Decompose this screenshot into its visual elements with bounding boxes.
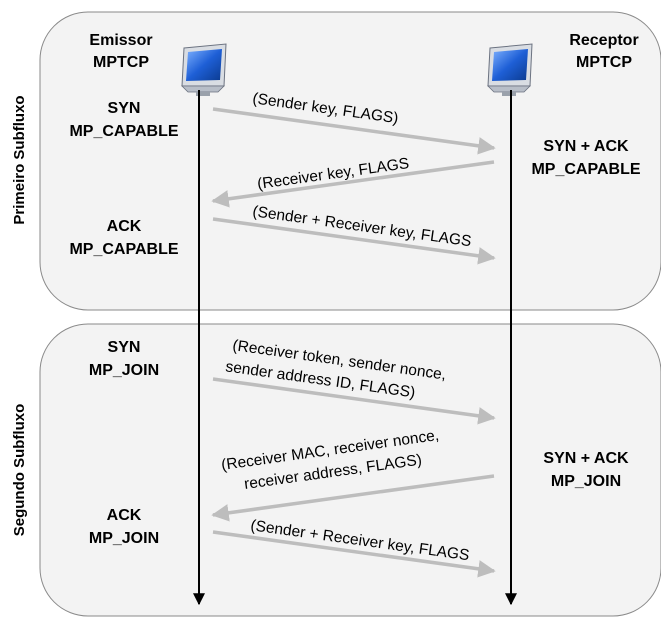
svg-text:SYN: SYN — [108, 339, 141, 356]
svg-text:Receptor: Receptor — [569, 32, 638, 49]
left-label-syn-mp-join: SYN MP_JOIN — [89, 339, 159, 379]
svg-text:ACK: ACK — [107, 507, 142, 524]
second-subflow-panel — [39, 323, 661, 617]
svg-text:MP_JOIN: MP_JOIN — [89, 362, 159, 379]
svg-text:MP_CAPABLE: MP_CAPABLE — [69, 241, 178, 258]
svg-text:SYN: SYN — [108, 100, 141, 117]
message-arrow-ack-join — [212, 530, 496, 578]
svg-text:MPTCP: MPTCP — [93, 54, 149, 71]
message-arrow-ack-capable — [212, 217, 496, 265]
svg-text:MPTCP: MPTCP — [576, 54, 632, 71]
svg-text:Emissor: Emissor — [89, 32, 152, 49]
receiver-host-label: Receptor MPTCP — [569, 32, 638, 71]
left-label-ack-mp-capable: ACK MP_CAPABLE — [69, 218, 178, 258]
message-arrow-syn-join — [212, 377, 496, 425]
svg-text:ACK: ACK — [107, 218, 142, 235]
svg-text:MP_JOIN: MP_JOIN — [89, 530, 159, 547]
first-subflow-label: Primeiro Subfluxo — [11, 95, 28, 224]
svg-text:SYN + ACK: SYN + ACK — [543, 450, 629, 467]
svg-text:MP_CAPABLE: MP_CAPABLE — [69, 123, 178, 140]
svg-text:SYN + ACK: SYN + ACK — [543, 138, 629, 155]
svg-text:MP_CAPABLE: MP_CAPABLE — [531, 161, 640, 178]
svg-text:MP_JOIN: MP_JOIN — [551, 473, 621, 490]
message-arrow-syn-capable — [212, 107, 496, 155]
second-subflow-label: Segundo Subfluxo — [11, 404, 28, 537]
receiver-computer-icon — [487, 43, 533, 96]
right-label-syn-ack-mp-capable: SYN + ACK MP_CAPABLE — [531, 138, 640, 178]
right-label-syn-ack-mp-join: SYN + ACK MP_JOIN — [543, 450, 629, 490]
sender-computer-icon — [181, 43, 227, 96]
message-arrow-synack-join — [211, 474, 495, 522]
sender-host-label: Emissor MPTCP — [89, 32, 152, 71]
left-label-ack-mp-join: ACK MP_JOIN — [89, 507, 159, 547]
left-label-syn-mp-capable: SYN MP_CAPABLE — [69, 100, 178, 140]
message-arrow-synack-capable — [211, 160, 495, 208]
